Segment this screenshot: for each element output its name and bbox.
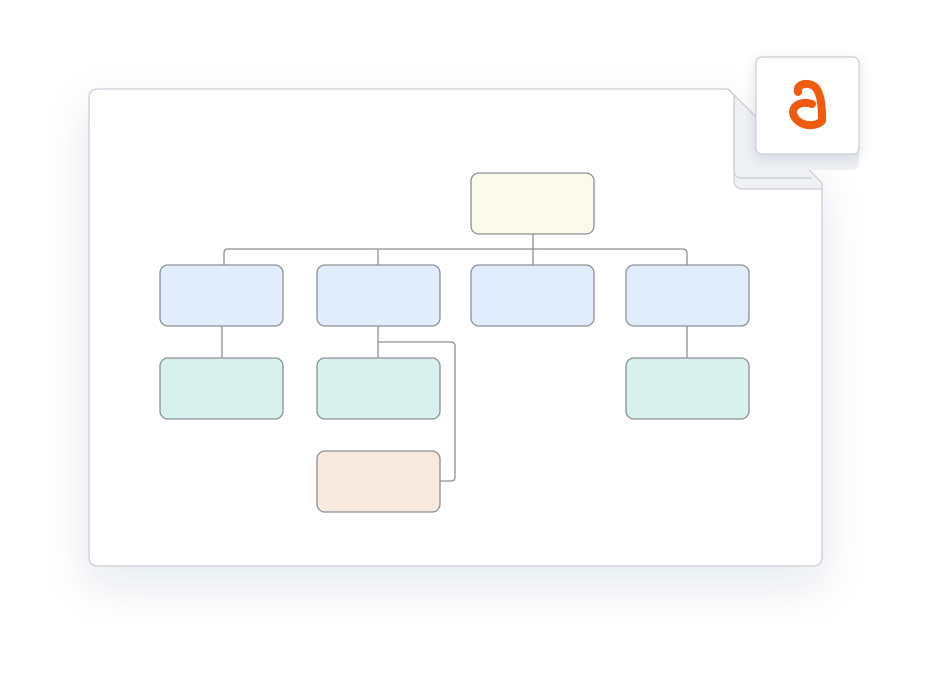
org-chart-connectors: [221, 234, 688, 482]
connector-department-bus: [223, 248, 688, 265]
org-box-root: [470, 172, 595, 235]
document-sheet: [88, 88, 823, 567]
org-chart-boxes: [159, 172, 750, 513]
org-box-team-2: [316, 357, 441, 420]
document-fold-edge: [733, 95, 812, 179]
org-box-sub-team: [316, 450, 441, 513]
org-box-department-4: [625, 264, 750, 327]
brand-badge: [755, 56, 860, 170]
org-box-team-1: [159, 357, 284, 420]
org-box-department-2: [316, 264, 441, 327]
document-page: [88, 88, 823, 567]
org-box-team-4: [625, 357, 750, 420]
org-box-department-1: [159, 264, 284, 327]
loop-brand-icon: [789, 79, 826, 130]
connector-department-2-sub-team: [378, 341, 456, 482]
org-box-department-3: [470, 264, 595, 327]
